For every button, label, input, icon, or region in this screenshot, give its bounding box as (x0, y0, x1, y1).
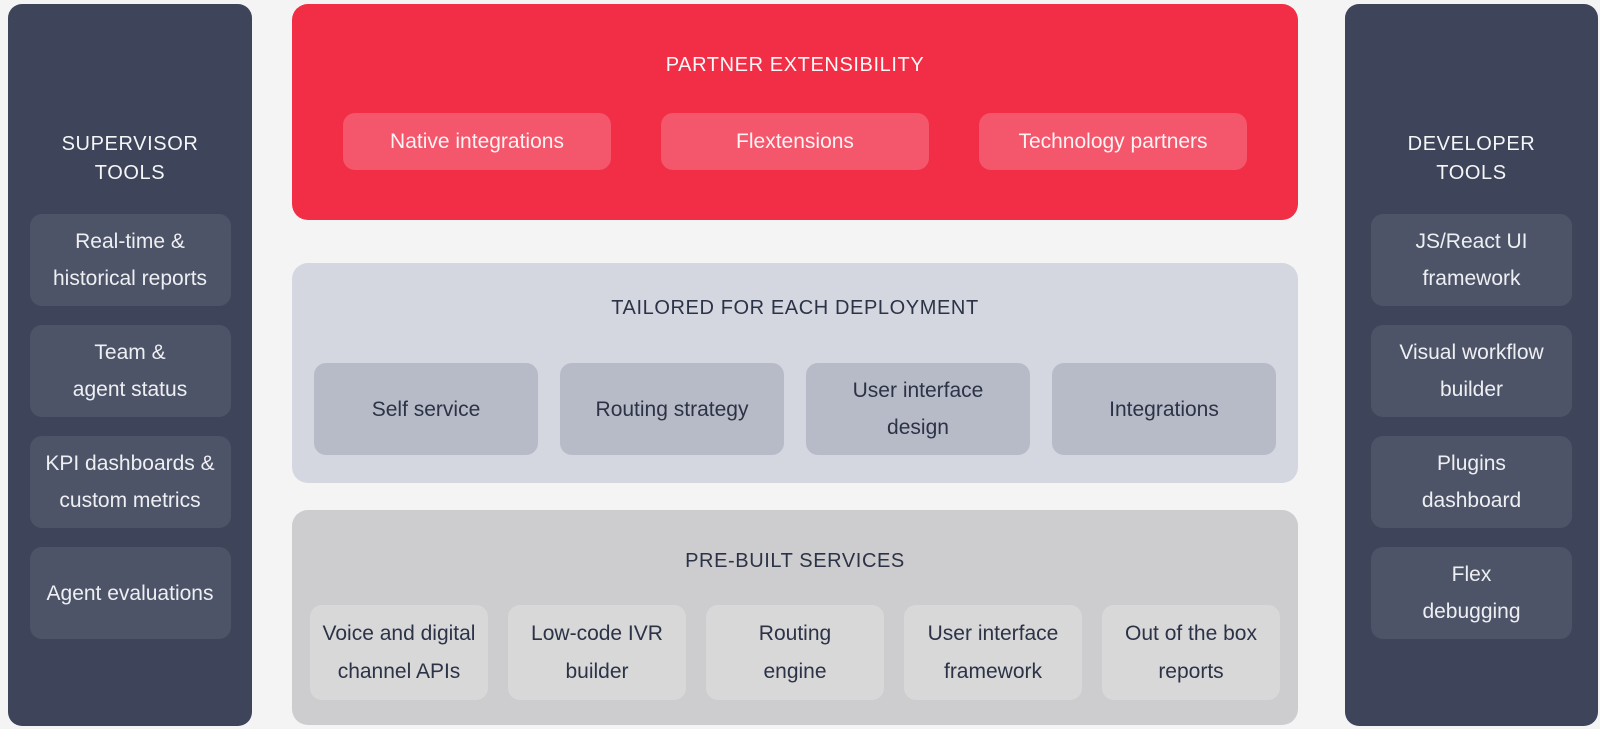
chip-technology-partners: Technology partners (979, 113, 1247, 170)
chip-flextensions: Flextensions (661, 113, 929, 170)
chip-label-line: dashboard (1421, 489, 1522, 512)
chip-label-line: Routing strategy (595, 397, 749, 421)
chip-label-line: agent status (72, 378, 188, 401)
developer-item-plugins-dashboard: Plugins dashboard (1371, 436, 1572, 528)
chip-label-line: JS/React UI (1415, 230, 1528, 253)
chip-out-of-the-box-reports: Out of the box reports (1102, 605, 1280, 700)
chip-label-line: Routing (758, 621, 832, 645)
prebuilt-services-items: Voice and digital channel APIs Low-code … (292, 605, 1298, 700)
supervisor-item-kpi-dashboards-custom-metrics: KPI dashboards & custom metrics (29, 436, 231, 528)
supervisor-tools-title-line1: SUPERVISOR (61, 133, 199, 155)
chip-label-line: design (887, 416, 949, 439)
chip-label-line: engine (763, 659, 827, 683)
chip-label-line: framework (1422, 267, 1521, 290)
chip-label-line: reports (1158, 659, 1224, 683)
partner-extensibility-panel: PARTNER EXTENSIBILITY Native integration… (292, 4, 1298, 220)
chip-label-line: Integrations (1109, 397, 1219, 421)
chip-label-line: Visual workflow (1399, 341, 1544, 364)
chip-label-line: debugging (1422, 600, 1521, 623)
developer-item-js-react-ui-framework: JS/React UI framework (1371, 214, 1572, 306)
chip-label-line: KPI dashboards & (45, 452, 215, 475)
chip-integrations: Integrations (1052, 363, 1276, 455)
chip-label-line: channel APIs (337, 659, 461, 683)
chip-label-line: Flex (1451, 563, 1492, 586)
developer-tools-panel: DEVELOPER TOOLS JS/React UI framework Vi… (1345, 4, 1598, 726)
chip-native-integrations: Native integrations (343, 113, 611, 170)
chip-label-line: Agent evaluations (46, 581, 214, 605)
developer-item-visual-workflow-builder: Visual workflow builder (1371, 325, 1572, 417)
supervisor-tools-title-line2: TOOLS (94, 162, 166, 184)
tailored-deployment-title: TAILORED FOR EACH DEPLOYMENT (611, 297, 979, 319)
chip-label-line: builder (1439, 378, 1504, 401)
partner-extensibility-title: PARTNER EXTENSIBILITY (665, 54, 925, 76)
tailored-deployment-items: Self service Routing strategy User inter… (292, 363, 1298, 455)
chip-label-line: Flextensions (736, 129, 854, 153)
developer-tools-title: DEVELOPER TOOLS (1345, 130, 1598, 188)
supervisor-tools-items: Real-time & historical reports Team & ag… (8, 214, 252, 639)
supervisor-tools-panel: SUPERVISOR TOOLS Real-time & historical … (8, 4, 252, 726)
supervisor-item-agent-evaluations: Agent evaluations (29, 547, 231, 639)
chip-voice-digital-channel-apis: Voice and digital channel APIs (310, 605, 488, 700)
chip-label-line: Out of the box (1125, 621, 1257, 645)
developer-tools-title-line2: TOOLS (1436, 162, 1507, 184)
chip-label-line: Low-code IVR (531, 621, 663, 645)
developer-item-flex-debugging: Flex debugging (1371, 547, 1572, 639)
prebuilt-services-title: PRE-BUILT SERVICES (685, 550, 905, 572)
developer-tools-title-line1: DEVELOPER (1407, 133, 1536, 155)
partner-extensibility-items: Native integrations Flextensions Technol… (292, 113, 1298, 170)
tailored-deployment-panel: TAILORED FOR EACH DEPLOYMENT Self servic… (292, 263, 1298, 483)
chip-label-line: Self service (371, 397, 481, 421)
developer-tools-items: JS/React UI framework Visual workflow bu… (1345, 214, 1598, 639)
chip-label-line: Voice and digital (322, 621, 476, 645)
chip-low-code-ivr-builder: Low-code IVR builder (508, 605, 686, 700)
chip-user-interface-framework: User interface framework (904, 605, 1082, 700)
chip-label-line: User interface (927, 621, 1059, 645)
chip-self-service: Self service (314, 363, 538, 455)
chip-label-line: Plugins (1437, 452, 1506, 475)
supervisor-tools-title: SUPERVISOR TOOLS (8, 130, 252, 188)
chip-label-line: Real-time & (75, 230, 185, 253)
chip-label-line: Team & (94, 341, 166, 364)
chip-label-line: Technology partners (1018, 129, 1208, 153)
chip-label-line: Native integrations (390, 129, 564, 153)
chip-label-line: historical reports (52, 267, 208, 290)
chip-label-line: custom metrics (59, 489, 201, 512)
prebuilt-services-panel: PRE-BUILT SERVICES Voice and digital cha… (292, 510, 1298, 725)
chip-label-line: builder (565, 659, 629, 683)
supervisor-item-team-agent-status: Team & agent status (29, 325, 231, 417)
supervisor-item-realtime-historical-reports: Real-time & historical reports (29, 214, 231, 306)
chip-user-interface-design: User interface design (806, 363, 1030, 455)
chip-label-line: User interface (852, 379, 984, 402)
chip-routing-strategy: Routing strategy (560, 363, 784, 455)
chip-label-line: framework (943, 659, 1043, 683)
chip-routing-engine: Routing engine (706, 605, 884, 700)
